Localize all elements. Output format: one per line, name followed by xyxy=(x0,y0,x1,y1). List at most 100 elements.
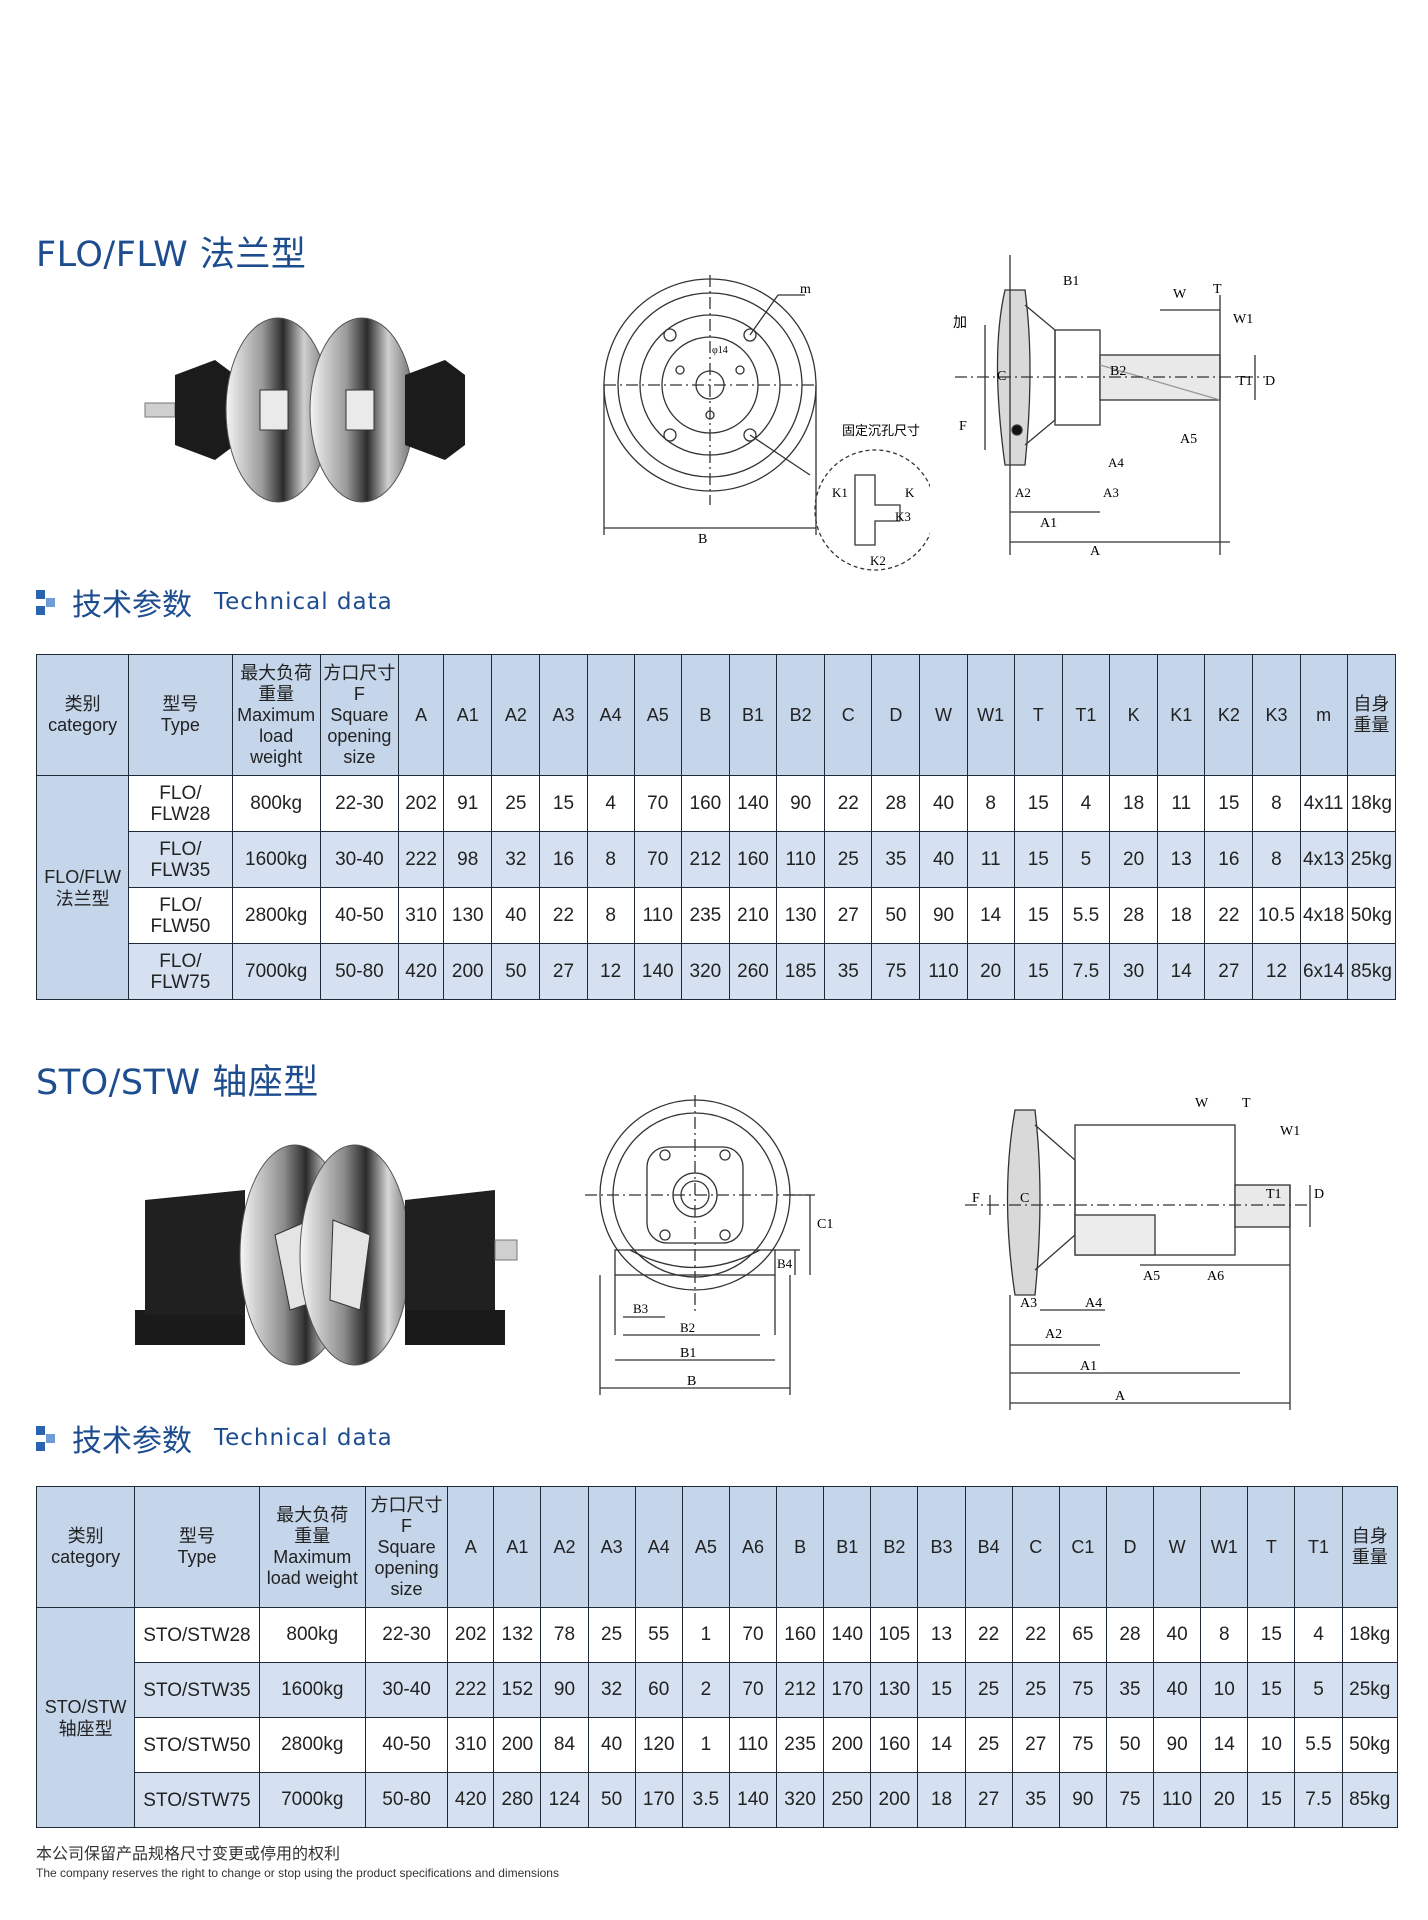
column-header: A5 xyxy=(681,1486,730,1608)
label-b4: B4 xyxy=(777,1256,793,1271)
column-header: A1 xyxy=(493,1486,542,1608)
value-cell: 55 xyxy=(634,1607,683,1663)
value-cell: 22-30 xyxy=(364,1607,449,1663)
tech-heading-en: Technical data xyxy=(214,589,393,615)
value-cell: 27 xyxy=(964,1772,1013,1828)
column-header: C xyxy=(824,654,873,776)
label-t: T xyxy=(1242,1096,1251,1111)
label-a4: A4 xyxy=(1108,455,1124,470)
value-cell: 3.5 xyxy=(681,1772,730,1828)
value-cell: 8 xyxy=(586,887,635,944)
value-cell: 15 xyxy=(1247,1607,1296,1663)
value-cell: 310 xyxy=(398,887,445,944)
value-cell: 250 xyxy=(823,1772,872,1828)
value-cell: 7.5 xyxy=(1061,943,1111,1000)
bullet-squares-icon xyxy=(36,1424,58,1452)
product-photo-flo xyxy=(144,317,465,503)
column-header: K1 xyxy=(1157,654,1206,776)
note-countersunk: 固定沉孔尺寸 xyxy=(842,423,920,438)
column-header: A xyxy=(447,1486,495,1608)
value-cell: 8 xyxy=(1200,1607,1249,1663)
type-cell: FLO/ FLW35 xyxy=(128,831,233,888)
column-header: K3 xyxy=(1252,654,1301,776)
value-cell: 15 xyxy=(1013,887,1063,944)
value-cell: 170 xyxy=(823,1662,872,1718)
value-cell: 18 xyxy=(1157,887,1206,944)
value-cell: 7.5 xyxy=(1294,1772,1343,1828)
label-w: W xyxy=(1173,287,1187,302)
value-cell: 1600kg xyxy=(258,1662,366,1718)
value-cell: 2800kg xyxy=(258,1717,366,1773)
label-k1: K1 xyxy=(832,485,848,500)
value-cell: 50-80 xyxy=(364,1772,449,1828)
value-cell: 110 xyxy=(728,1717,778,1773)
value-cell: 75 xyxy=(871,943,921,1000)
column-header: W1 xyxy=(966,654,1015,776)
value-cell: 10 xyxy=(1247,1717,1296,1773)
value-cell: 110 xyxy=(919,943,968,1000)
value-cell: 110 xyxy=(776,831,826,888)
value-cell: 91 xyxy=(443,775,493,832)
label-a3: A3 xyxy=(1103,485,1119,500)
column-header: A2 xyxy=(491,654,541,776)
column-header: 方口尺寸 F Square opening size xyxy=(319,654,400,776)
value-cell: 8 xyxy=(586,831,635,888)
label-b2: B2 xyxy=(1110,364,1126,379)
value-cell: 202 xyxy=(398,775,445,832)
label-w1: W1 xyxy=(1233,312,1253,327)
value-cell: 132 xyxy=(493,1607,542,1663)
category-cell: FLO/FLW 法兰型 xyxy=(35,775,130,1000)
value-cell: 50 xyxy=(871,887,921,944)
value-cell: 40-50 xyxy=(364,1717,449,1773)
value-cell: 170 xyxy=(634,1772,683,1828)
value-cell: 50 xyxy=(491,943,541,1000)
tech-data-heading-flo: 技术参数 Technical data xyxy=(36,582,393,623)
column-header: B3 xyxy=(917,1486,966,1608)
column-header: K2 xyxy=(1204,654,1254,776)
value-cell: 152 xyxy=(493,1662,542,1718)
label-t: T xyxy=(1213,282,1222,297)
value-cell: 32 xyxy=(587,1662,636,1718)
label-b: B xyxy=(698,532,707,547)
value-cell: 20 xyxy=(1108,831,1159,888)
value-cell: 200 xyxy=(443,943,493,1000)
column-header: A4 xyxy=(586,654,635,776)
label-w: W xyxy=(1195,1096,1209,1111)
value-cell: 27 xyxy=(539,943,588,1000)
category-cell: STO/STW 轴座型 xyxy=(35,1607,136,1828)
value-cell: 5 xyxy=(1294,1662,1343,1718)
column-header: D xyxy=(871,654,921,776)
value-cell: 160 xyxy=(680,775,730,832)
label-k: K xyxy=(905,485,915,500)
column-header: A5 xyxy=(633,654,682,776)
label-w1: W1 xyxy=(1280,1124,1300,1139)
value-cell: 90 xyxy=(919,887,968,944)
value-cell: 85kg xyxy=(1346,943,1397,1000)
value-cell: 50 xyxy=(587,1772,636,1828)
value-cell: 13 xyxy=(1157,831,1206,888)
value-cell: 25kg xyxy=(1346,831,1397,888)
value-cell: 15 xyxy=(1013,775,1063,832)
label-t1: T1 xyxy=(1237,374,1253,389)
label-add: 加 xyxy=(953,315,967,331)
value-cell: 4 xyxy=(586,775,635,832)
value-cell: 200 xyxy=(493,1717,542,1773)
value-cell: 212 xyxy=(776,1662,825,1718)
label-a: A xyxy=(1115,1389,1126,1404)
label-a4: A4 xyxy=(1085,1296,1102,1311)
value-cell: 130 xyxy=(443,887,493,944)
value-cell: 2800kg xyxy=(231,887,321,944)
value-cell: 90 xyxy=(540,1662,589,1718)
type-cell: FLO/ FLW28 xyxy=(128,775,233,832)
value-cell: 25 xyxy=(1011,1662,1060,1718)
value-cell: 22 xyxy=(1011,1607,1060,1663)
column-header: A3 xyxy=(539,654,588,776)
value-cell: 160 xyxy=(728,831,778,888)
column-header: A xyxy=(398,654,445,776)
value-cell: 16 xyxy=(1204,831,1254,888)
value-cell: 22 xyxy=(539,887,588,944)
value-cell: 30-40 xyxy=(364,1662,449,1718)
